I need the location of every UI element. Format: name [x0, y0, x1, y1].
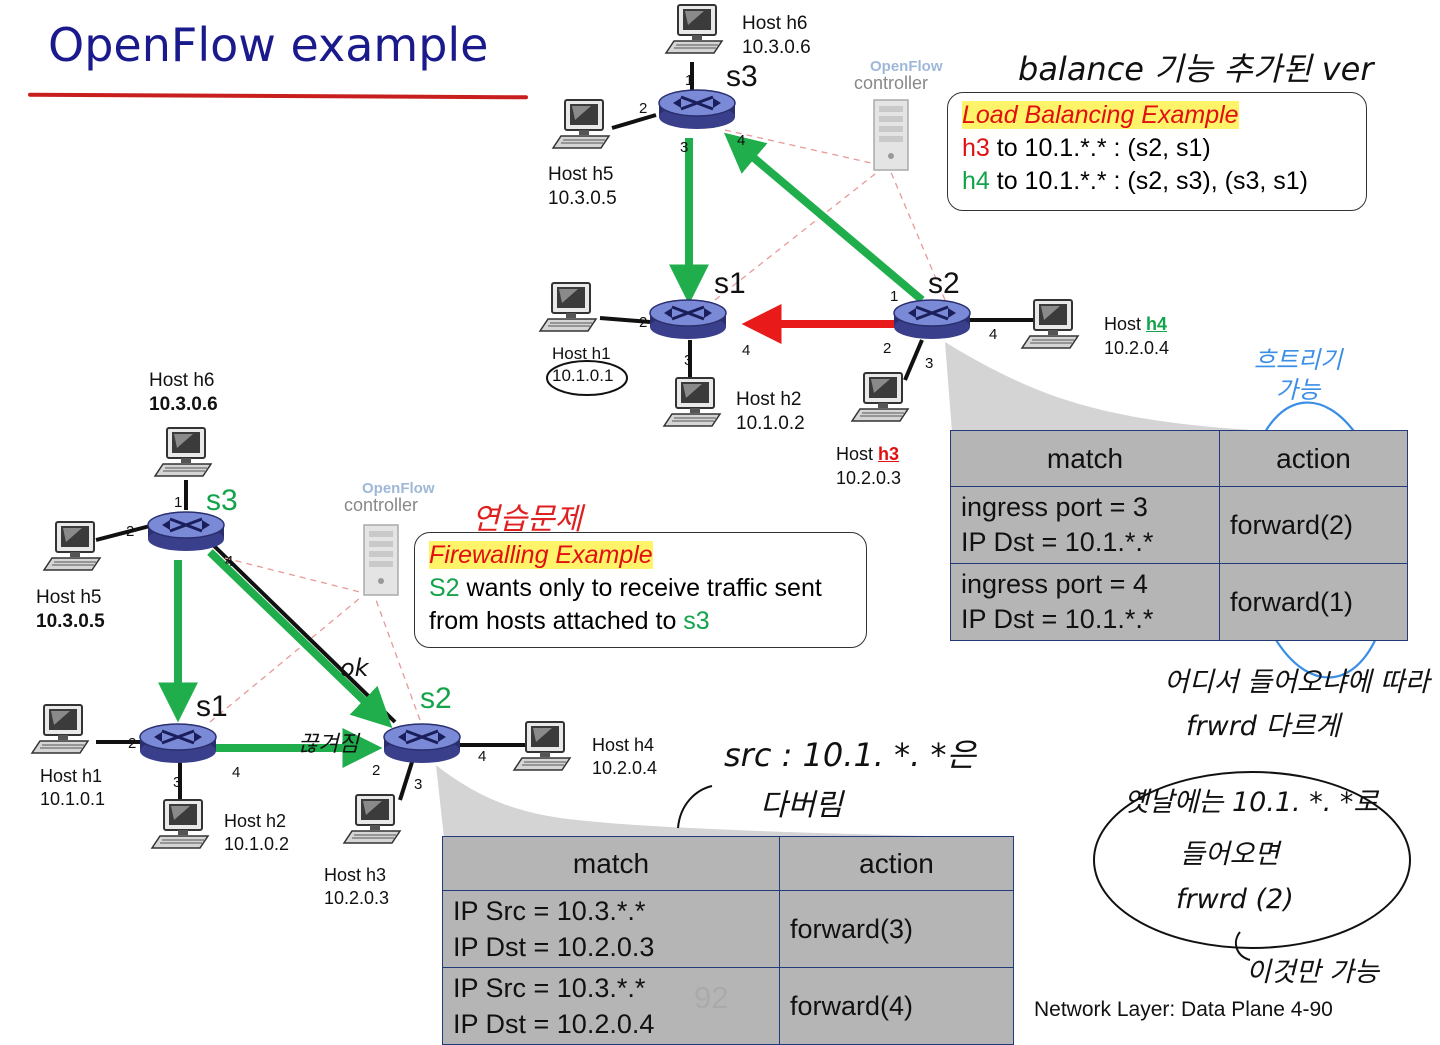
fw-port: 2 — [128, 735, 137, 752]
table-row: IP Src = 10.3.*.*IP Dst = 10.2.0.4 forwa… — [442, 967, 1014, 1045]
fw-controller-server-icon — [363, 524, 399, 596]
fw-arrow-s3-s2 — [207, 549, 393, 729]
lb-port: 1 — [890, 288, 899, 305]
fw-host-h2-icon — [151, 799, 209, 849]
lb-port: 2 — [883, 340, 892, 357]
lb-host-h3-label: Host h3 10.2.0.3 — [836, 444, 902, 488]
fw-port: 1 — [174, 494, 183, 511]
lb-table-header-match: match — [950, 430, 1220, 487]
fw-host-h6-icon — [154, 427, 212, 477]
lb-table-header-action: action — [1219, 430, 1408, 487]
fw-port: 3 — [173, 774, 182, 791]
fw-control-lines — [209, 557, 421, 723]
lb-switch-s3-label: s3 — [726, 60, 758, 93]
fw-switch-s2-icon — [382, 722, 462, 765]
lb-switch-s3-icon — [657, 88, 737, 131]
hand-possible-flow: 흐트리기 가능 — [1253, 346, 1343, 404]
lb-port: 2 — [639, 100, 648, 117]
fw-switch-s2-label: s2 — [420, 682, 452, 715]
fw-flow-table: match action IP Src = 10.3.*.*IP Dst = 1… — [442, 836, 1014, 1045]
hand-where-from-2: frwrd 다르게 — [1186, 711, 1341, 742]
fw-table-callout — [436, 765, 1010, 838]
lb-table-callout — [945, 342, 1290, 432]
fw-port: 3 — [414, 776, 423, 793]
lb-port: 3 — [684, 352, 693, 369]
fw-switch-s3-label: s3 — [206, 484, 238, 517]
hand-where-from-1: 어디서 들어오냐에 따라 — [1164, 667, 1430, 698]
hand-old-3: frwrd (2) — [1176, 884, 1294, 915]
fw-port: 2 — [372, 762, 381, 779]
lb-switch-s2-icon — [892, 298, 972, 341]
lb-host-h1-icon — [539, 282, 597, 332]
hand-balance-note: balance 기능 추가된 ver — [1018, 50, 1374, 88]
fw-table-header-match: match — [442, 836, 780, 891]
slide-title: OpenFlow example — [48, 18, 489, 72]
fw-controller-label: OpenFlow controller — [344, 480, 435, 515]
lb-host-h2-icon — [663, 377, 721, 427]
lb-port: 3 — [680, 139, 689, 156]
lb-box-title: Load Balancing Example — [962, 101, 1239, 129]
footer: Network Layer: Data Plane 4-90 — [1034, 998, 1333, 1021]
fw-port: 2 — [126, 523, 135, 540]
lb-port: 2 — [639, 314, 648, 331]
fw-port: 4 — [232, 764, 241, 781]
fw-box-title: Firewalling Example — [429, 541, 653, 569]
lb-port: 3 — [925, 355, 934, 372]
lb-host-h6-icon — [665, 4, 723, 54]
lb-host-h4-icon — [1021, 299, 1079, 349]
lb-switch-s1-icon — [648, 298, 728, 341]
hand-old-2: 들어오면 — [1180, 839, 1280, 870]
lb-info-box: Load Balancing Example h3 to 10.1.*.* : … — [947, 92, 1367, 211]
lb-port: 4 — [989, 326, 998, 343]
lb-controller-server-icon — [873, 99, 909, 171]
lb-port: 1 — [685, 72, 694, 89]
page-number: 92 — [694, 980, 729, 1015]
hand-src-note-2: 다버림 — [760, 788, 843, 823]
fw-switch-s1-icon — [138, 722, 218, 765]
hand-blocked: 끊겨짐 — [298, 732, 359, 757]
table-row: IP Src = 10.3.*.*IP Dst = 10.2.0.3 forwa… — [442, 890, 1014, 968]
fw-info-box: Firewalling Example S2 wants only to rec… — [414, 532, 867, 648]
hand-old-1: 옛날에는 10.1. *. *로 — [1124, 787, 1379, 818]
lb-controller-label: OpenFlow controller — [854, 58, 943, 93]
fw-host-h1-icon — [31, 704, 89, 754]
lb-switch-s1-label: s1 — [714, 267, 746, 300]
fw-port: 4 — [225, 553, 234, 570]
lb-port: 4 — [742, 342, 751, 359]
lb-switch-s2-label: s2 — [928, 267, 960, 300]
fw-host-h5-icon — [43, 521, 101, 571]
lb-host-h4-label: Host h4 10.2.0.4 — [1104, 314, 1170, 358]
hand-src-note-1: src : 10.1. *. *은 — [724, 736, 976, 774]
lb-arrow-s2-s3 — [724, 132, 925, 304]
lb-port: 4 — [737, 132, 746, 149]
fw-switch-s1-label: s1 — [196, 690, 228, 723]
hand-old-4: 이것만 가능 — [1246, 957, 1379, 988]
lb-host-h5-icon — [552, 99, 610, 149]
lb-host-h3-icon — [851, 372, 909, 422]
hand-ok: ok — [340, 654, 369, 682]
fw-host-h3-icon — [343, 794, 401, 844]
fw-port: 4 — [478, 748, 487, 765]
fw-table-header-action: action — [779, 836, 1014, 891]
hand-practice: 연습문제 — [472, 502, 583, 537]
old-note-ellipse — [1093, 771, 1411, 949]
